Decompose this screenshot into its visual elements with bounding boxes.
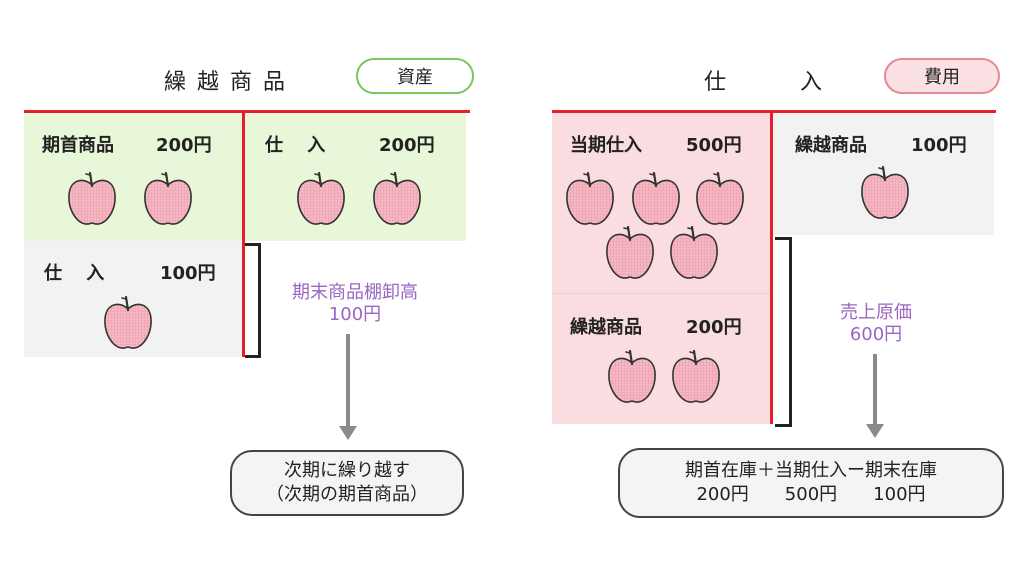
opening-inventory-label: 期首商品 (42, 135, 114, 156)
right-t-account-top-line (552, 110, 996, 113)
apple-icon (371, 169, 423, 227)
purchase-right-amount: 200円 (379, 135, 435, 156)
purchase-right-label: 仕 入 (265, 135, 326, 156)
apple-icon (859, 163, 911, 221)
apple-icon (564, 169, 616, 227)
cost-formula-line2: 200円 500円 100円 (696, 484, 926, 505)
current-purchase-label: 当期仕入 (570, 135, 642, 156)
carry-right-cell: 繰越商品 100円 (773, 113, 994, 235)
opening-inventory-cell: 期首商品 200円 (24, 113, 242, 241)
apple-icon (606, 347, 658, 405)
down-arrow-icon (339, 334, 357, 440)
cost-formula-box: 期首在庫＋当期仕入ー期末在庫 200円 500円 100円 (618, 448, 1004, 518)
carry-left-amount: 200円 (686, 317, 742, 338)
carry-right-label: 繰越商品 (795, 135, 867, 156)
ending-inventory-note-line1: 期末商品棚卸高 (292, 282, 418, 303)
cost-of-sales-bracket (775, 237, 792, 427)
current-purchase-amount: 500円 (686, 135, 742, 156)
purchase-left-cell: 仕 入 100円 (24, 241, 242, 357)
right-t-account-divider (770, 110, 773, 424)
apple-icon (668, 223, 720, 281)
apple-icon (630, 169, 682, 227)
left-t-account-divider (242, 110, 245, 357)
apple-icon (142, 169, 194, 227)
right-account-title: 仕 入 (704, 70, 825, 95)
cost-of-sales-note-line1: 売上原価 (840, 302, 912, 323)
ending-inventory-note: 期末商品棚卸高 100円 (262, 282, 448, 326)
ending-inventory-note-line2: 100円 (328, 304, 382, 325)
purchase-left-label: 仕 入 (44, 263, 105, 284)
opening-inventory-amount: 200円 (156, 135, 212, 156)
left-account-title: 繰 越 商 品 (164, 70, 287, 95)
carry-forward-line2: （次期の期首商品） (266, 484, 428, 505)
apple-icon (604, 223, 656, 281)
cost-formula-line1: 期首在庫＋当期仕入ー期末在庫 (685, 460, 937, 481)
carry-left-label: 繰越商品 (570, 317, 642, 338)
apple-icon (66, 169, 118, 227)
carry-forward-line1: 次期に繰り越す (284, 460, 410, 481)
down-arrow-icon (866, 354, 884, 438)
carry-right-amount: 100円 (911, 135, 967, 156)
carry-forward-box: 次期に繰り越す （次期の期首商品） (230, 450, 464, 516)
cost-of-sales-note: 売上原価 600円 (796, 302, 956, 346)
current-purchase-separator (552, 293, 770, 294)
apple-icon (694, 169, 746, 227)
apple-icon (102, 293, 154, 351)
current-purchase-cell: 当期仕入 500円 繰越商品 200円 (552, 113, 770, 424)
expense-badge: 費用 (884, 58, 1000, 94)
purchase-right-cell: 仕 入 200円 (245, 113, 466, 241)
cost-of-sales-note-line2: 600円 (849, 324, 903, 345)
purchase-left-amount: 100円 (160, 263, 216, 284)
asset-badge: 資産 (356, 58, 474, 94)
ending-inventory-bracket (245, 243, 261, 358)
apple-icon (670, 347, 722, 405)
apple-icon (295, 169, 347, 227)
left-t-account-top-line (24, 110, 470, 113)
